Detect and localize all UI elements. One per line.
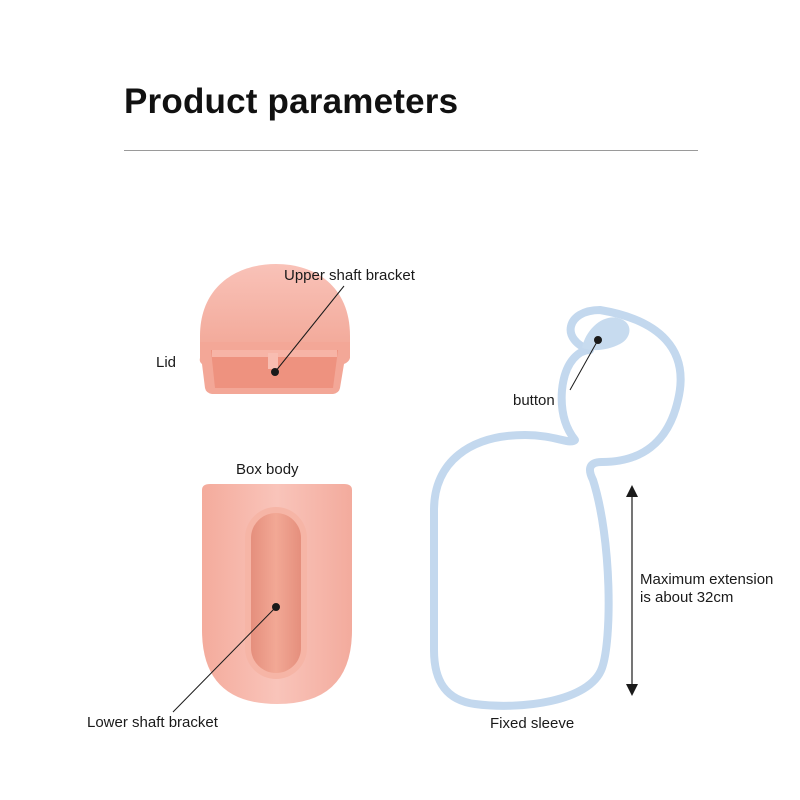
upper-shaft-bracket-label: Upper shaft bracket bbox=[284, 267, 415, 284]
arrow-up-icon bbox=[626, 485, 638, 497]
fixed-sleeve-label: Fixed sleeve bbox=[490, 715, 575, 732]
lid-illustration bbox=[199, 264, 350, 394]
arrow-down-icon bbox=[626, 684, 638, 696]
title-divider bbox=[124, 150, 698, 151]
upper-shaft-bracket-dot bbox=[271, 368, 279, 376]
extension-arrow bbox=[626, 485, 638, 696]
box-body-label: Box body bbox=[236, 461, 299, 478]
leader-lines bbox=[172, 285, 602, 713]
box-body-illustration bbox=[202, 484, 352, 704]
button-label: button bbox=[513, 392, 555, 409]
lid-label: Lid bbox=[156, 354, 177, 371]
button-dot bbox=[594, 336, 602, 344]
lower-shaft-bracket-dot bbox=[272, 603, 280, 611]
fixed-sleeve-illustration bbox=[430, 306, 685, 710]
max-extension-label-line1: Maximum extension bbox=[640, 571, 774, 588]
max-extension-label-line2: is about 32cm bbox=[640, 589, 734, 606]
lower-shaft-bracket-label: Lower shaft bracket bbox=[87, 714, 218, 731]
page-title: Product parameters bbox=[124, 82, 459, 121]
